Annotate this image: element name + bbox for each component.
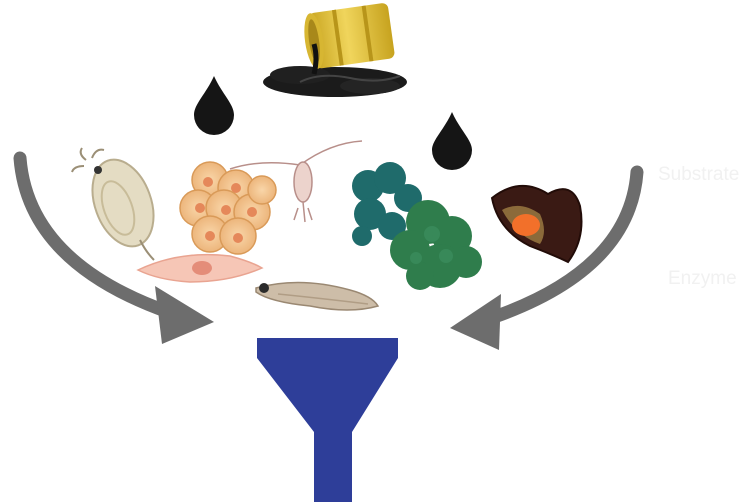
substrate-label: Substrate — [658, 164, 739, 186]
oil-drop-icon — [432, 112, 472, 170]
daphnia-icon — [72, 148, 165, 260]
oil-drop-icon — [194, 76, 234, 135]
enzyme-label: Enzyme — [668, 268, 737, 290]
oil-barrel-icon — [263, 2, 407, 97]
funnel-icon — [257, 338, 398, 502]
cell-cluster-icon — [180, 162, 276, 254]
enzyme-protein-icon — [352, 162, 482, 290]
fish-larva-icon — [256, 282, 378, 310]
fibroblast-cell-icon — [138, 255, 262, 282]
mussel-icon — [492, 186, 582, 262]
